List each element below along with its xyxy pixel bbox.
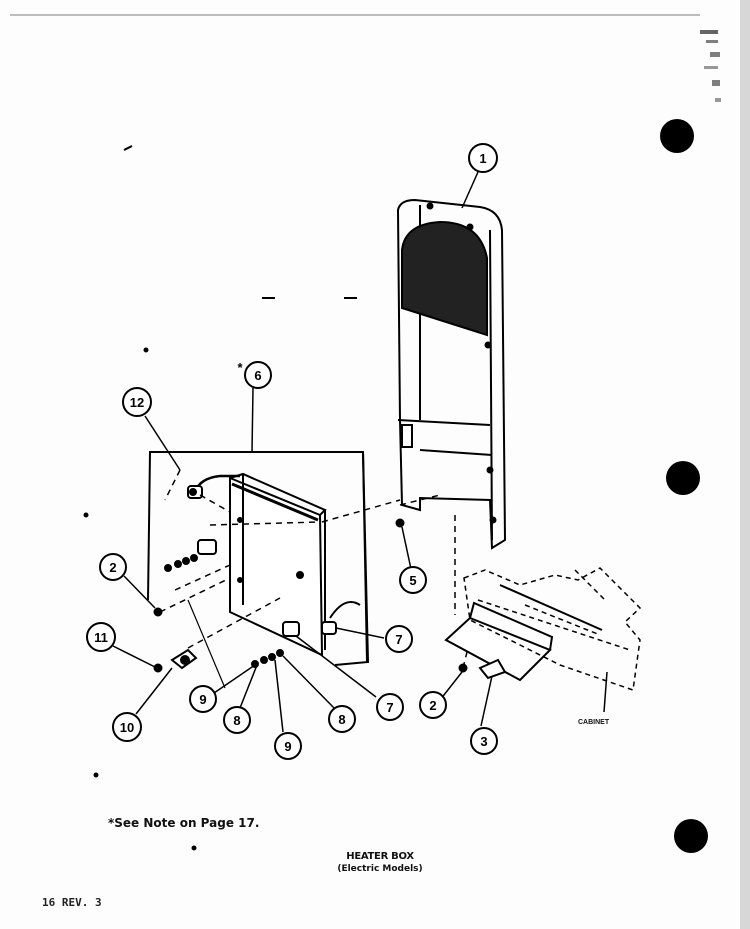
callout-10-label: 10: [120, 720, 134, 735]
callout-1-label: 1: [479, 151, 486, 166]
part-6-heater-box-assembly: [147, 451, 468, 673]
leader-lines: [112, 171, 608, 733]
dashed-guide-lines: [159, 469, 471, 669]
callout-9b: 9: [274, 732, 302, 760]
binder-holes: [660, 119, 708, 853]
callout-12-label: 12: [130, 395, 144, 410]
callout-6-label: 6: [254, 368, 261, 383]
page-number: 16 REV. 3: [42, 896, 102, 909]
callout-9a: 9: [189, 685, 217, 713]
callout-11: 11: [86, 622, 116, 652]
callout-9b-label: 9: [284, 739, 291, 754]
callout-10: 10: [112, 712, 142, 742]
callout-2a-label: 2: [109, 560, 116, 575]
callout-7b: 7: [376, 693, 404, 721]
callout-7a-label: 7: [395, 632, 402, 647]
asterisk-marker: *: [237, 360, 243, 375]
callout-9a-label: 9: [199, 692, 206, 707]
part-3-bracket-and-cabinet: [444, 567, 642, 692]
callout-5: 5: [399, 566, 427, 594]
scan-noise: [10, 0, 750, 929]
callout-5-label: 5: [409, 573, 416, 588]
diagram-title: HEATER BOX: [346, 851, 414, 862]
callout-2b: 2: [419, 691, 447, 719]
callout-7b-label: 7: [386, 700, 393, 715]
callout-1: 1: [468, 143, 498, 173]
callout-6: * 6: [237, 360, 272, 389]
binder-hole-top: [660, 119, 694, 153]
binder-hole-bottom: [674, 819, 708, 853]
callout-11-label: 11: [94, 630, 108, 645]
callout-7a: 7: [385, 625, 413, 653]
callout-12: 12: [122, 387, 152, 417]
footnote: *See Note on Page 17.: [108, 816, 260, 830]
cabinet-label: CABINET: [578, 719, 610, 726]
callout-2a: 2: [99, 553, 127, 581]
callout-8a: 8: [223, 706, 251, 734]
callout-8b: 8: [328, 705, 356, 733]
callout-8b-label: 8: [338, 712, 345, 727]
diagram-subtitle: (Electric Models): [337, 864, 423, 874]
callout-2b-label: 2: [429, 698, 436, 713]
callout-3-label: 3: [480, 734, 487, 749]
callout-3: 3: [470, 727, 498, 755]
part-1-grille-panel: [396, 198, 507, 550]
callout-8a-label: 8: [233, 713, 240, 728]
stray-marks: [83, 145, 357, 851]
binder-hole-middle: [666, 461, 700, 495]
